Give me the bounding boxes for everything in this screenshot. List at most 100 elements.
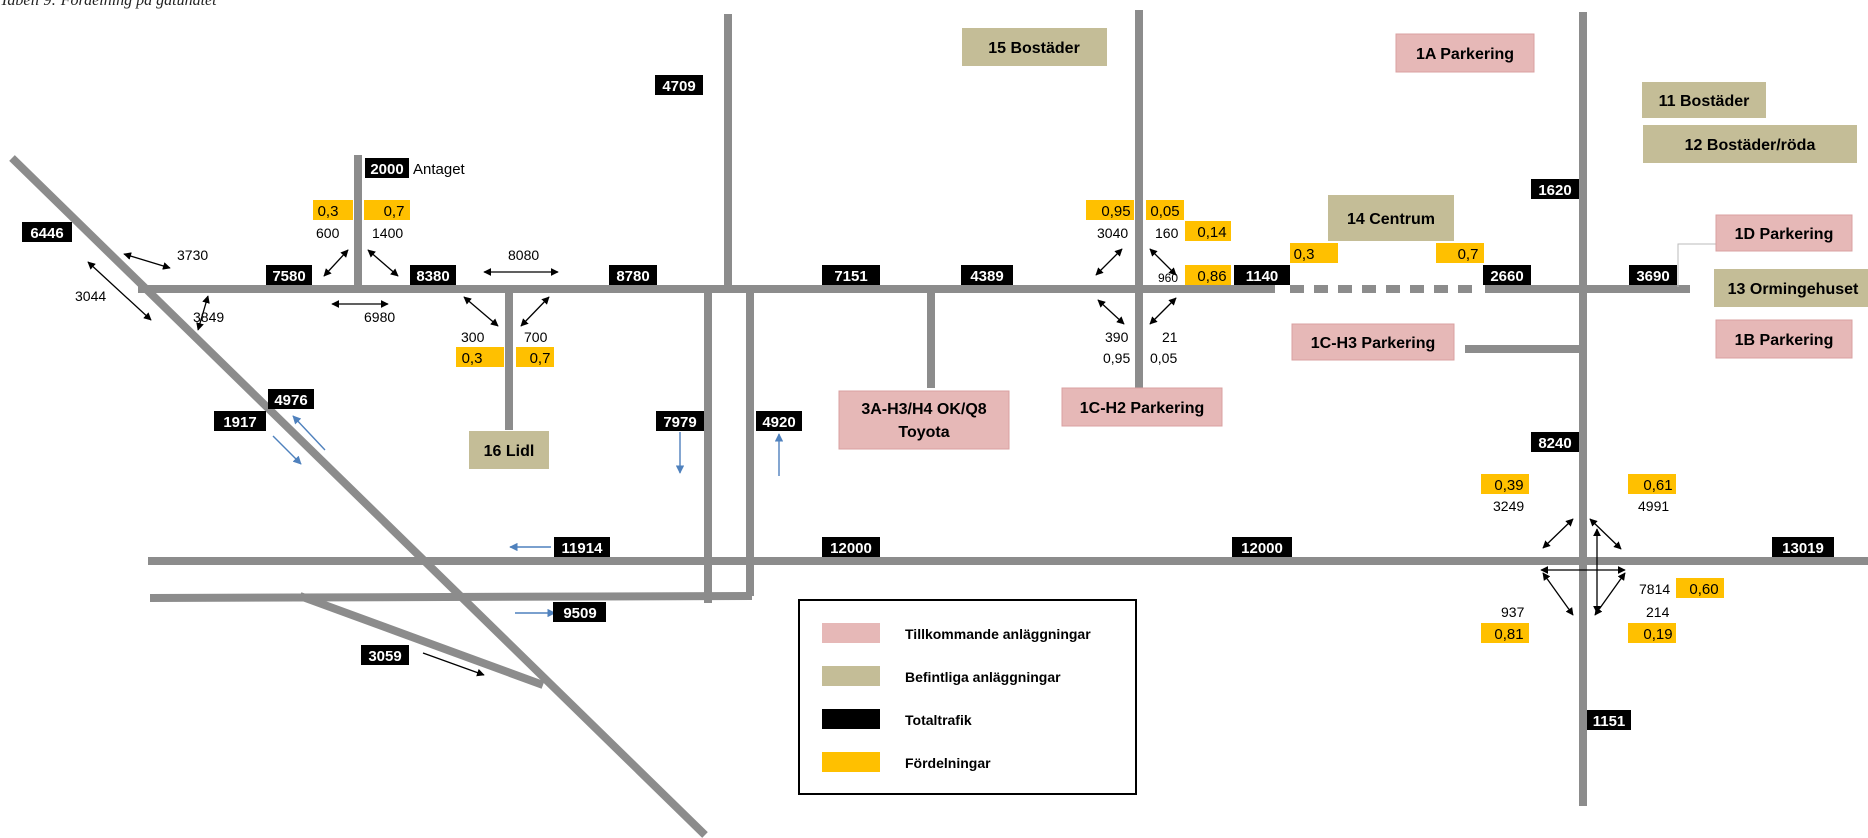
num-6980: 6980: [364, 309, 395, 325]
label-13-ormingehuset: 13 Ormingehuset: [1728, 281, 1859, 298]
arrow-937: [1542, 572, 1574, 616]
box-14-centrum: 14 Centrum: [1328, 195, 1454, 241]
road-network: [9, 10, 1868, 838]
num-21: 21: [1162, 329, 1178, 345]
num-4991: 4991: [1638, 498, 1669, 514]
num-3044: 3044: [75, 288, 106, 304]
label-12-bostader: 12 Bostäder/röda: [1685, 137, 1816, 154]
share-03-top: 0,3: [318, 203, 339, 220]
box-12-bostader: 12 Bostäder/röda: [1643, 125, 1857, 163]
share-07-lidl: 0,7: [530, 350, 551, 367]
legend-befintliga: Befintliga anläggningar: [905, 669, 1061, 685]
box-1a-parkering: 1A Parkering: [1395, 33, 1535, 73]
total-traffic-boxes: 6446 2000 7580 8380 8780 4709 7151 4389 …: [22, 75, 1834, 730]
num-8080: 8080: [508, 247, 539, 263]
share-039: 0,39: [1494, 477, 1523, 494]
flow-arrows-single: [422, 652, 485, 677]
label-15-bostader: 15 Bostäder: [988, 40, 1080, 57]
box-1b-parkering: 1B Parkering: [1715, 319, 1853, 359]
total-4389: 4389: [970, 268, 1003, 285]
blue-arrow-4976: [292, 415, 326, 451]
direction-arrows: [272, 415, 784, 618]
arrow-390: [1097, 299, 1125, 325]
label-1c-h3-parkering: 1C-H3 Parkering: [1311, 335, 1436, 352]
label-antaget: Antaget: [413, 161, 466, 178]
box-3a-toyota: 3A-H3/H4 OK/Q8 Toyota: [838, 390, 1010, 450]
arrow-7814: [1594, 572, 1626, 616]
road-lower-second: [149, 592, 753, 602]
num-3849: 3849: [193, 309, 224, 325]
box-15-bostader: 15 Bostäder: [962, 28, 1107, 66]
share-019: 0,19: [1643, 626, 1672, 643]
arrow-3849: [196, 295, 210, 331]
num-005-below: 0,05: [1150, 350, 1177, 366]
label-1b-parkering: 1B Parkering: [1735, 332, 1834, 349]
arrow-3044: [87, 261, 152, 321]
total-2000: 2000: [370, 161, 403, 178]
total-7580: 7580: [272, 268, 305, 285]
label-1c-h2-parkering: 1C-H2 Parkering: [1080, 400, 1205, 417]
facility-boxes: 15 Bostäder 1A Parkering 11 Bostäder 12 …: [469, 28, 1868, 469]
flow-arrows: [87, 248, 1626, 616]
box-1c-h3-parkering: 1C-H3 Parkering: [1291, 323, 1455, 361]
num-095-below: 0,95: [1103, 350, 1130, 366]
share-005: 0,05: [1150, 203, 1179, 220]
num-700: 700: [524, 329, 548, 345]
num-160: 160: [1155, 225, 1179, 241]
total-6446: 6446: [30, 225, 63, 242]
legend-totaltrafik: Totaltrafik: [905, 712, 972, 728]
total-3690: 3690: [1636, 268, 1669, 285]
arrow-3249: [1542, 518, 1574, 549]
box-1c-h2-parkering: 1C-H2 Parkering: [1061, 387, 1223, 427]
connector-1d: [1677, 243, 1716, 287]
total-8240: 8240: [1538, 435, 1571, 452]
legend-swatch-beige: [822, 666, 880, 686]
total-1620: 1620: [1538, 182, 1571, 199]
share-03-lidl: 0,3: [462, 350, 483, 367]
num-3730: 3730: [177, 247, 208, 263]
legend-tillkommande: Tillkommande anläggningar: [905, 626, 1091, 642]
total-4709: 4709: [662, 78, 695, 95]
arrow-4991: [1589, 518, 1622, 550]
num-937: 937: [1501, 604, 1525, 620]
total-11914: 11914: [562, 540, 604, 557]
road-branch-3059: [298, 592, 545, 689]
share-081: 0,81: [1494, 626, 1523, 643]
flow-numbers: Antaget 3730 3044 3849 600 1400 6980 808…: [75, 161, 1670, 620]
legend: Tillkommande anläggningar Befintliga anl…: [798, 599, 1137, 795]
share-095: 0,95: [1101, 203, 1130, 220]
share-061: 0,61: [1643, 477, 1672, 494]
total-7979: 7979: [663, 414, 696, 431]
legend-swatch-pink: [822, 623, 880, 643]
total-1140: 1140: [1246, 268, 1279, 285]
total-4920: 4920: [762, 414, 795, 431]
arrow-21: [1149, 297, 1177, 325]
arrow-3040: [1095, 248, 1123, 276]
arrow-600: [323, 249, 349, 277]
num-3249: 3249: [1493, 498, 1524, 514]
figure-caption: Tabell 9: Fördelning på gatunätet: [0, 0, 217, 9]
legend-swatch-yellow: [822, 752, 880, 772]
arrow-3059: [422, 652, 485, 677]
box-13-ormingehuset: 13 Ormingehuset: [1714, 269, 1868, 307]
label-14-centrum: 14 Centrum: [1347, 211, 1435, 228]
label-1a-parkering: 1A Parkering: [1416, 46, 1514, 63]
legend-fordelningar: Fördelningar: [905, 755, 991, 771]
num-1400: 1400: [372, 225, 403, 241]
num-3040: 3040: [1097, 225, 1128, 241]
arrow-300: [463, 296, 499, 327]
label-11-bostader: 11 Bostäder: [1659, 93, 1750, 110]
share-060: 0,60: [1689, 581, 1718, 598]
label-16-lidl: 16 Lidl: [484, 443, 535, 460]
label-3a-line2: Toyota: [898, 424, 949, 441]
share-07-top: 0,7: [384, 203, 405, 220]
num-390: 390: [1105, 329, 1129, 345]
blue-arrow-1917: [272, 435, 302, 465]
total-7151: 7151: [834, 268, 867, 285]
arrow-1400: [367, 249, 399, 277]
distribution-share-boxes: 0,3 0,7 0,95 0,05 0,14 0,86 0,3 0,7 0,3 …: [313, 200, 1724, 643]
total-1151: 1151: [1593, 713, 1626, 730]
total-13019: 13019: [1782, 540, 1824, 557]
num-600: 600: [316, 225, 340, 241]
box-11-bostader: 11 Bostäder: [1642, 82, 1766, 118]
